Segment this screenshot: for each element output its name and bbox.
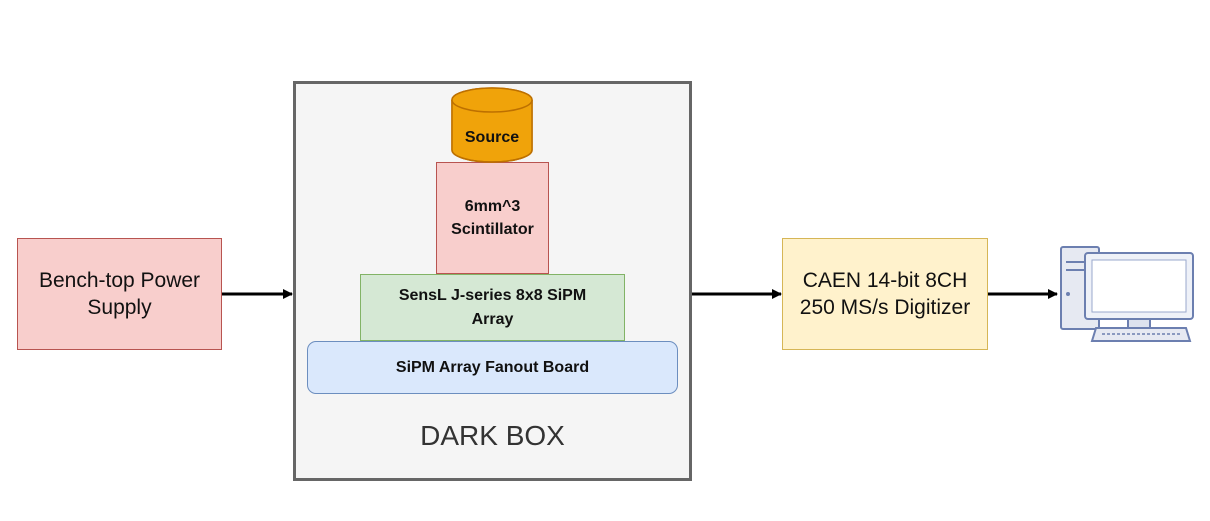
digitizer-label-line1: CAEN 14-bit 8CH [802, 268, 968, 292]
scintillator-block: 6mm^3 Scintillator [436, 162, 549, 274]
dark-box-label: DARK BOX [420, 420, 565, 451]
scintillator-label-line2: Scintillator [451, 221, 534, 238]
fanout-board-label: SiPM Array Fanout Board [395, 358, 590, 376]
fanout-board-block: SiPM Array Fanout Board [307, 341, 678, 394]
digitizer-block: CAEN 14-bit 8CH 250 MS/s Digitizer [782, 238, 988, 350]
sipm-array-block: SensL J-series 8x8 SiPM Array [360, 274, 625, 341]
source-cylinder [451, 87, 533, 163]
sipm-array-label-line2: Array [471, 310, 514, 328]
power-supply-label-line2: Supply [87, 296, 152, 319]
scintillator-label-line1: 6mm^3 [464, 197, 521, 215]
source-label: Source [464, 129, 520, 146]
digitizer-label-line2: 250 MS/s Digitizer [799, 296, 971, 319]
sipm-array-label-line1: SensL J-series 8x8 SiPM [398, 287, 587, 305]
computer-icon [1060, 246, 1194, 342]
power-supply-label-line1: Bench-top Power [38, 268, 201, 292]
power-supply-block: Bench-top Power Supply [17, 238, 222, 350]
